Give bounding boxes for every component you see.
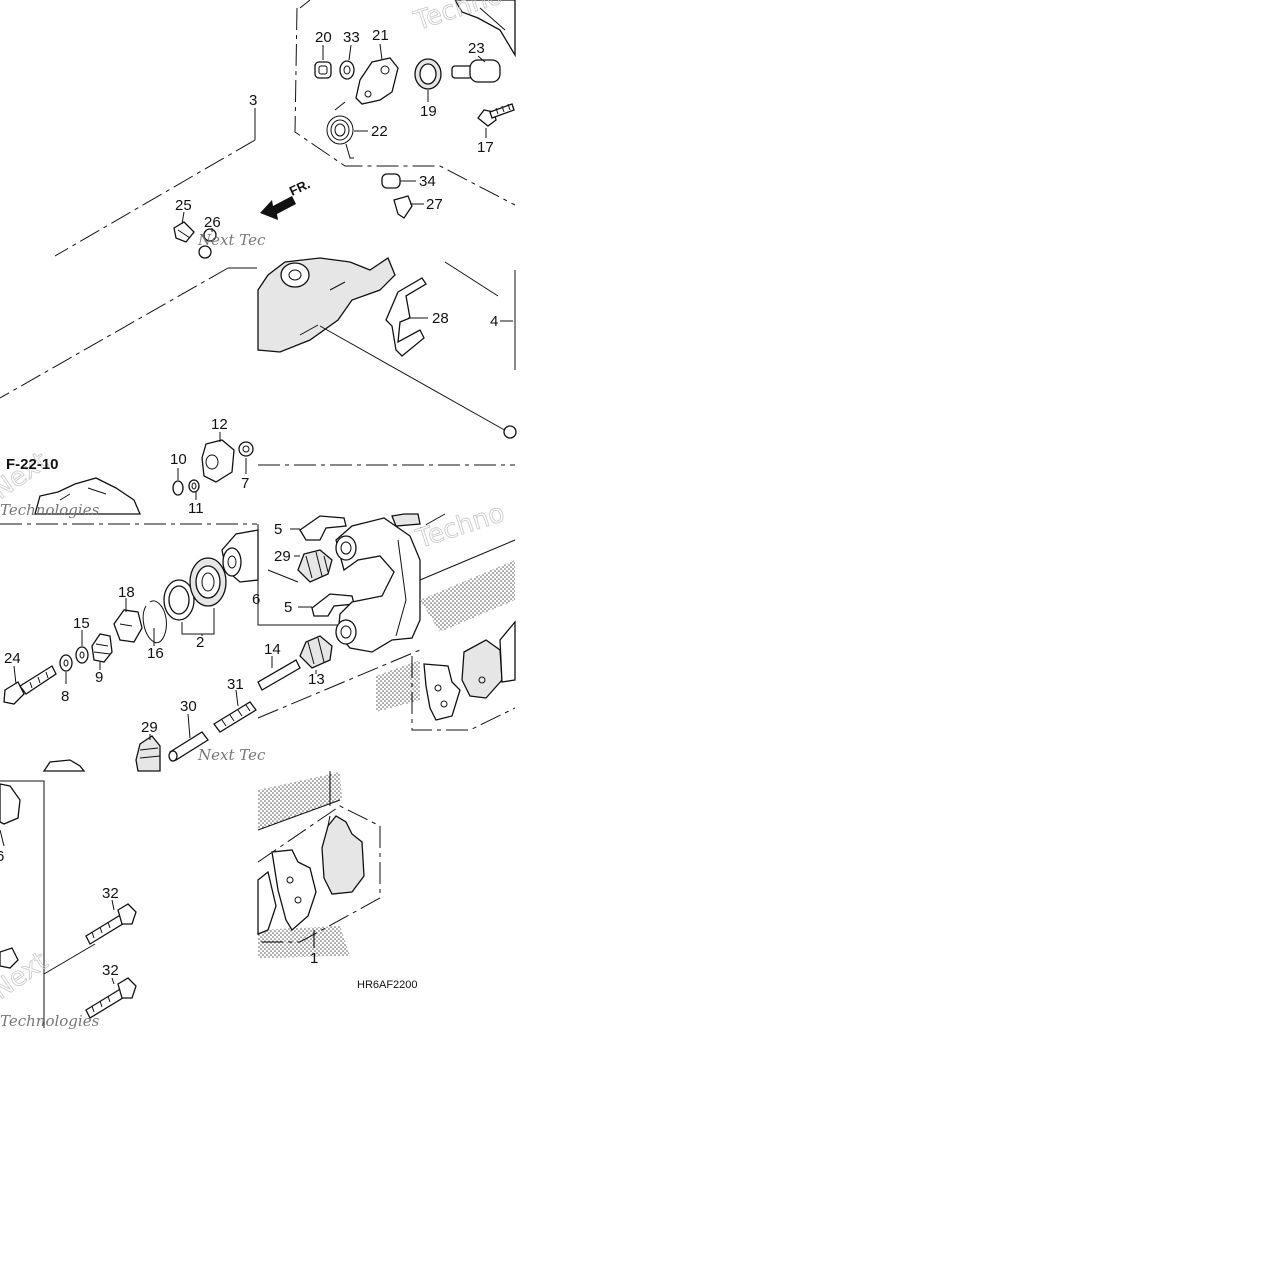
- svg-text:Technologies: Technologies: [0, 501, 100, 519]
- callout-30: 30: [180, 698, 197, 715]
- callout-9: 9: [95, 669, 103, 686]
- front-direction-arrow: [260, 196, 296, 220]
- callout-10: 10: [170, 451, 187, 468]
- svg-text:Techno: Techno: [412, 498, 508, 555]
- watermarks: Techno Techno Next Next Next Tec Next Te…: [0, 0, 509, 1030]
- callout-3: 3: [249, 92, 257, 109]
- callout-29-lower: 29: [141, 719, 158, 736]
- callout-28: 28: [432, 310, 449, 327]
- tile-brake-pads: [257, 771, 381, 958]
- part-5-lower: [311, 593, 355, 617]
- tile-caliper-body-right: [257, 257, 517, 466]
- callout-32-lower: 32: [102, 962, 119, 979]
- callout-5-upper: 5: [274, 521, 282, 538]
- part-6: [221, 529, 259, 583]
- callout-21: 21: [372, 27, 389, 44]
- callout-6-lower: 6: [0, 848, 4, 865]
- callout-1: 1: [310, 950, 318, 967]
- tile-mounting-bolts: [0, 780, 137, 1028]
- callout-6: 6: [252, 591, 260, 608]
- svg-text:Next Tec: Next Tec: [197, 231, 266, 249]
- callout-31: 31: [227, 676, 244, 693]
- part-9: [91, 633, 113, 663]
- callout-29-upper: 29: [274, 548, 291, 565]
- callout-18: 18: [118, 584, 135, 601]
- callout-27: 27: [426, 196, 443, 213]
- part-27: [393, 195, 413, 219]
- tile-parking-brake-assembly: [260, 0, 516, 220]
- part-19: [414, 58, 442, 90]
- part-32-upper: [85, 903, 137, 945]
- brake-pad-right-inner: [423, 663, 461, 721]
- part-26: [198, 228, 217, 259]
- callout-24: 24: [4, 650, 21, 667]
- callout-14: 14: [264, 641, 281, 658]
- reference-label: F-22-10: [6, 456, 59, 473]
- brake-pad-left-inner: [271, 849, 317, 932]
- callout-32-upper: 32: [102, 885, 119, 902]
- part-16: [142, 600, 167, 644]
- part-31: [213, 701, 257, 733]
- part-15: [75, 646, 89, 664]
- svg-text:Technologies: Technologies: [0, 1012, 100, 1030]
- tile-upper-left: [54, 108, 256, 259]
- part-18: [113, 609, 143, 643]
- callout-13: 13: [308, 671, 325, 688]
- part-8: [59, 654, 73, 672]
- part-20: [314, 61, 332, 79]
- callout-25: 25: [175, 197, 192, 214]
- callout-33: 33: [343, 29, 360, 46]
- callout-7: 7: [241, 475, 249, 492]
- callout-5-lower: 5: [284, 599, 292, 616]
- part-17: [477, 103, 515, 127]
- callout-labels: 20 33 21 23 19 22 17 34 27 3 25 26 FR. 2…: [0, 27, 498, 991]
- part-25: [173, 221, 195, 243]
- callout-11: 11: [188, 500, 204, 517]
- part-28: [385, 277, 427, 357]
- part-12: [201, 439, 235, 483]
- callout-23: 23: [468, 40, 485, 57]
- callout-2: 2: [196, 634, 204, 651]
- callout-20: 20: [315, 29, 332, 46]
- part-10: [172, 480, 184, 496]
- callout-26: 26: [204, 214, 221, 231]
- part-23: [451, 59, 501, 83]
- tile-caliper-body-left: [0, 267, 257, 515]
- part-7: [238, 441, 254, 457]
- callout-4: 4: [490, 313, 498, 330]
- part-29-upper: [297, 549, 333, 583]
- part-32-lower: [85, 977, 137, 1019]
- callout-15: 15: [73, 615, 90, 632]
- front-direction-label: FR.: [287, 176, 312, 198]
- part-30: [168, 731, 209, 762]
- callout-34: 34: [419, 173, 436, 190]
- callout-8: 8: [61, 688, 69, 705]
- part-14: [257, 659, 301, 691]
- part-24: [3, 665, 57, 705]
- part-22: [326, 101, 354, 159]
- callout-22: 22: [371, 123, 388, 140]
- callout-16: 16: [147, 645, 164, 662]
- part-29: [135, 735, 161, 772]
- part-11: [188, 479, 200, 493]
- part-5-upper: [299, 515, 347, 541]
- callout-17: 17: [477, 139, 494, 156]
- part-34: [381, 173, 401, 189]
- part-2: [163, 557, 227, 621]
- brake-pad-left-outer: [321, 815, 365, 895]
- brake-pad-right-outer: [461, 639, 503, 699]
- callout-19: 19: [420, 103, 437, 120]
- tile-caliper-bracket: [257, 513, 516, 731]
- tile-piston-parts: [0, 523, 259, 772]
- part-21: [355, 57, 399, 105]
- diagram-code: HR6AF2200: [357, 979, 418, 991]
- callout-12: 12: [211, 416, 228, 433]
- part-13: [299, 635, 333, 669]
- part-33: [339, 60, 355, 80]
- svg-text:Next Tec: Next Tec: [197, 746, 266, 764]
